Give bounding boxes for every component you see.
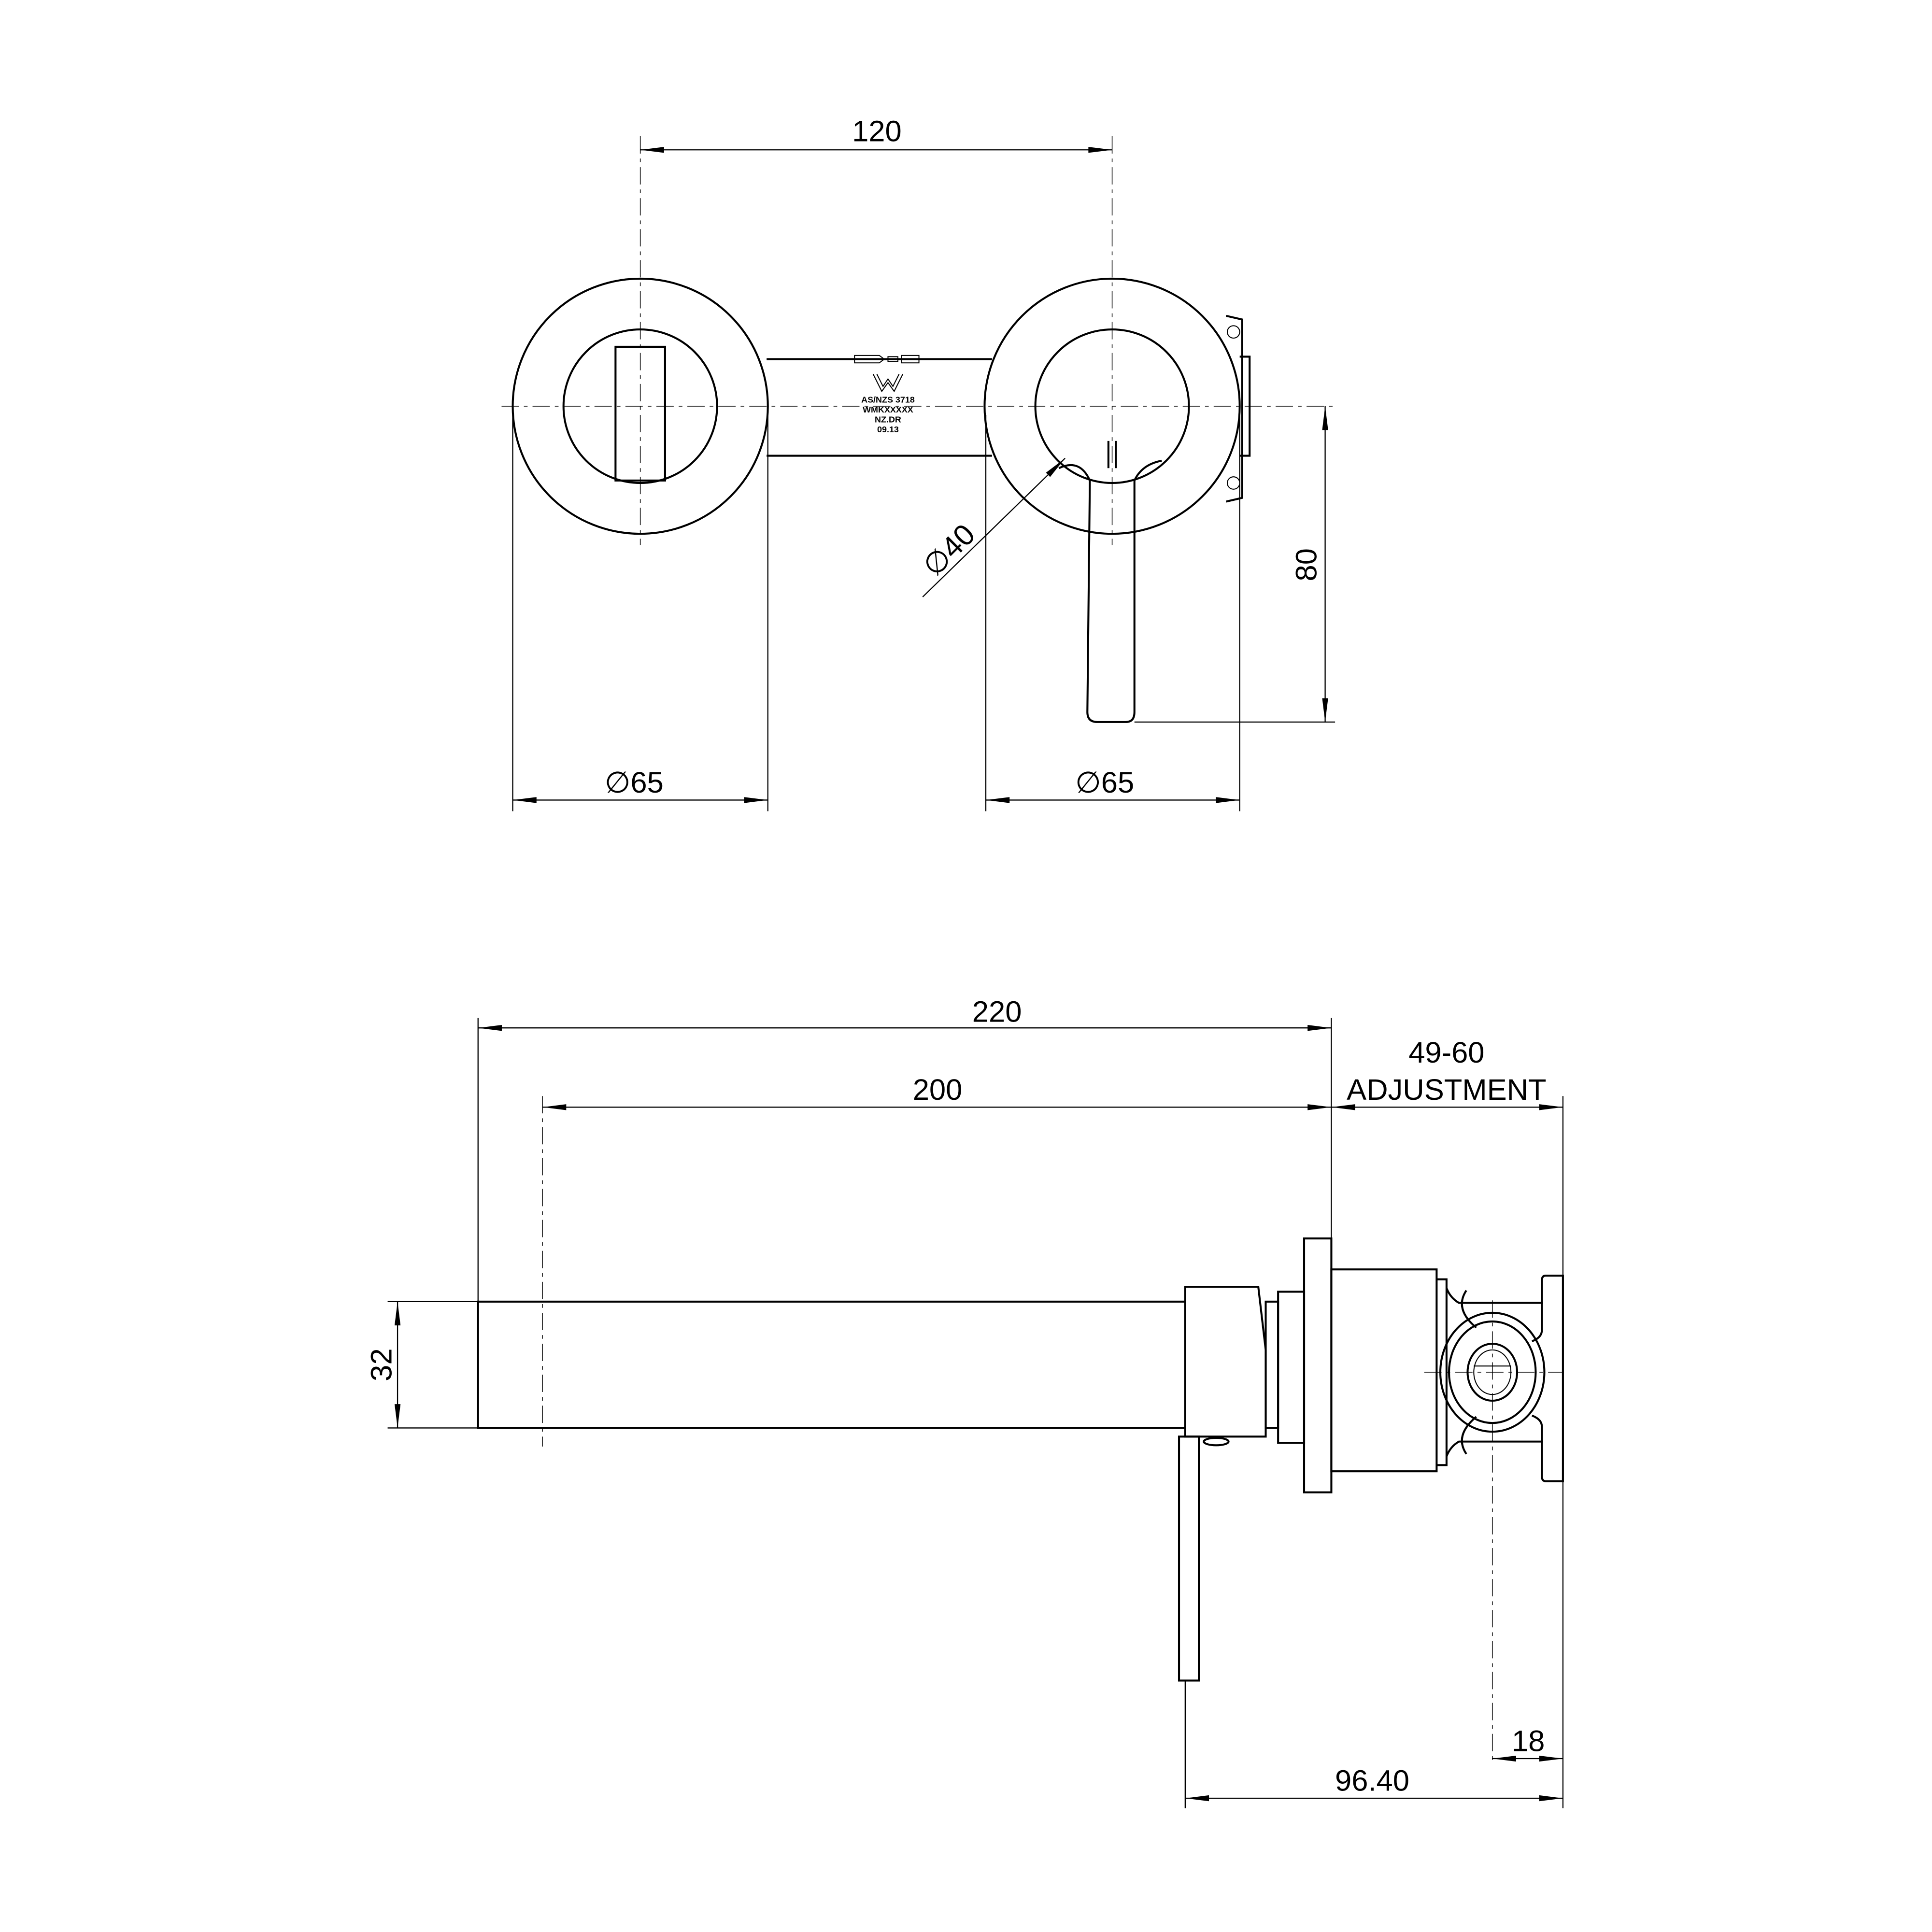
dim-18-label: 18 [1512, 1725, 1545, 1758]
dim-200-label: 200 [913, 1073, 963, 1107]
front-view: AS/NZS 3718 WMKXXXXX NZ.DR 09.13 120 ∅65… [501, 114, 1338, 811]
side-view: 220 200 49-60 ADJUSTMENT 32 18 96.40 [365, 995, 1564, 1808]
dimension-80: 80 [1134, 406, 1335, 723]
dim-right-65-label: ∅65 [1075, 766, 1134, 799]
mixer-body [1178, 1237, 1564, 1682]
connecting-pipe [767, 355, 992, 457]
dim-80-label: 80 [1290, 548, 1323, 581]
dimension-200: 200 [542, 1073, 1332, 1110]
dim-32-label: 32 [365, 1348, 398, 1381]
dim-120-label: 120 [852, 114, 902, 148]
dimension-right-65: ∅65 [985, 414, 1240, 811]
side-centerlines [1424, 1300, 1563, 1765]
dimension-adjustment: 49-60 ADJUSTMENT [1331, 1036, 1563, 1110]
right-plate-mixer [983, 277, 1251, 723]
dimension-96-40: 96.40 [1185, 1764, 1563, 1802]
watermark-standard: AS/NZS 3718 [861, 395, 915, 404]
dim-adjust-label: ADJUSTMENT [1347, 1073, 1547, 1107]
watermark-date: 09.13 [877, 425, 899, 434]
dimension-32: 32 [365, 1301, 401, 1428]
watermark-licence: WMKXXXXX [863, 405, 913, 414]
spout [477, 1096, 1186, 1447]
extension-lines [387, 1018, 1564, 1808]
dimension-left-65: ∅65 [512, 414, 768, 811]
dim-left-65-label: ∅65 [605, 766, 664, 799]
dim-96-40-label: 96.40 [1335, 1764, 1409, 1798]
dimension-18: 18 [1492, 1725, 1563, 1762]
dimension-120: 120 [640, 114, 1112, 153]
watermark-region: NZ.DR [875, 414, 901, 424]
dim-adjust-value: 49-60 [1408, 1036, 1484, 1069]
watermark-logo: AS/NZS 3718 WMKXXXXX NZ.DR 09.13 [861, 373, 915, 434]
dim-220-label: 220 [972, 995, 1022, 1028]
dimension-220: 220 [478, 995, 1332, 1031]
centerlines [501, 136, 1338, 545]
dimension-40: ∅40 [916, 457, 1065, 597]
dim-40-label: ∅40 [916, 518, 981, 583]
